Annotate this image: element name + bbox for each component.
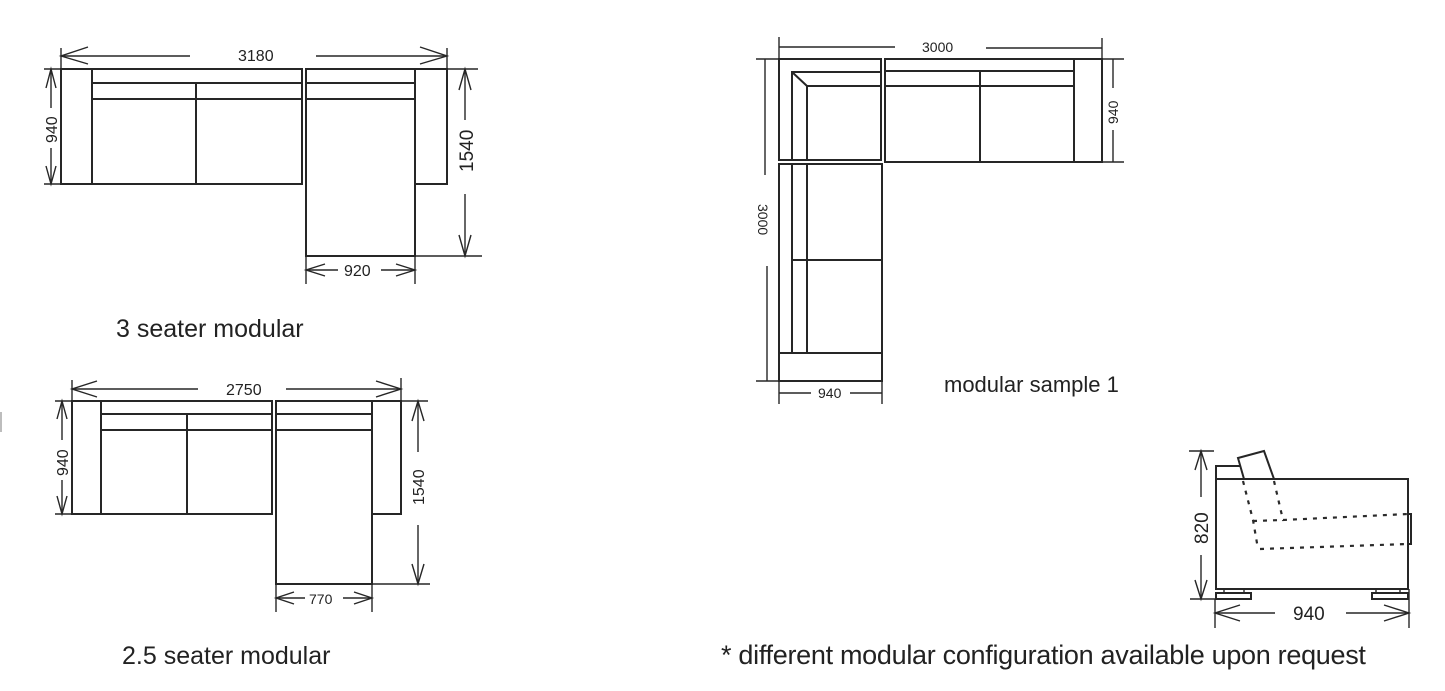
dimension-chaise-width: 920 — [303, 256, 418, 284]
sofa-body — [1215, 478, 1409, 590]
two-half-seater-plan: 2750 940 1540 770 — [55, 378, 430, 612]
dimension-depth: 940 — [55, 398, 73, 517]
svg-text:2750: 2750 — [226, 382, 262, 399]
dimension-chaise-width: 770 — [273, 584, 375, 612]
svg-text:820: 820 — [1192, 512, 1213, 544]
chaise-section — [275, 400, 373, 585]
dimension-depth-right: 940 — [1102, 58, 1124, 163]
dimension-depth-bottom: 940 — [778, 381, 883, 404]
right-arm-hatched — [414, 68, 448, 185]
svg-text:940: 940 — [55, 449, 72, 476]
svg-text:940: 940 — [818, 385, 842, 401]
caption-two-half-seater: 2.5 seater modular — [122, 642, 331, 670]
right-arm-hatched — [371, 400, 402, 515]
corner-unit — [778, 58, 882, 161]
svg-text:3180: 3180 — [238, 48, 274, 65]
foot-rear — [1215, 592, 1252, 600]
svg-text:1540: 1540 — [457, 130, 478, 172]
svg-text:940: 940 — [1293, 604, 1325, 625]
three-seater-plan: 3180 940 1540 — [44, 46, 482, 284]
svg-text:770: 770 — [309, 591, 333, 607]
dimension-top-width: 3000 — [778, 37, 1103, 62]
dimension-overall-width: 3180 — [58, 46, 450, 72]
dimension-height: 820 — [1189, 448, 1216, 602]
dimension-overall-width: 2750 — [69, 378, 404, 404]
dimension-depth: 940 — [1212, 589, 1412, 628]
dimension-side-length: 3000 — [755, 58, 781, 382]
foot-front — [1371, 592, 1409, 600]
svg-text:920: 920 — [344, 263, 371, 280]
svg-text:3000: 3000 — [922, 39, 953, 55]
back-cushion — [1236, 449, 1276, 480]
edge-mark — [0, 412, 2, 432]
dimension-chaise-length: 1540 — [415, 66, 482, 259]
chaise-section — [305, 68, 416, 257]
left-arm-hatched — [71, 400, 102, 515]
caption-modular-sample: modular sample 1 — [944, 372, 1119, 397]
modular-sample-plan: 3000 3000 940 940 — [755, 37, 1124, 404]
svg-text:1540: 1540 — [411, 469, 428, 505]
left-run-section — [778, 163, 883, 354]
dimension-depth: 940 — [44, 66, 62, 187]
svg-text:940: 940 — [1105, 100, 1121, 124]
svg-text:3000: 3000 — [755, 204, 771, 235]
right-arm-hatched — [1073, 58, 1103, 163]
side-elevation: 820 940 — [1189, 448, 1412, 628]
dimension-chaise-length: 1540 — [372, 398, 430, 587]
caption-three-seater: 3 seater modular — [116, 315, 304, 343]
left-arm-hatched — [60, 68, 93, 185]
svg-text:940: 940 — [44, 116, 61, 143]
footnote: * different modular configuration availa… — [721, 640, 1366, 670]
bottom-arm-hatched — [778, 352, 883, 382]
